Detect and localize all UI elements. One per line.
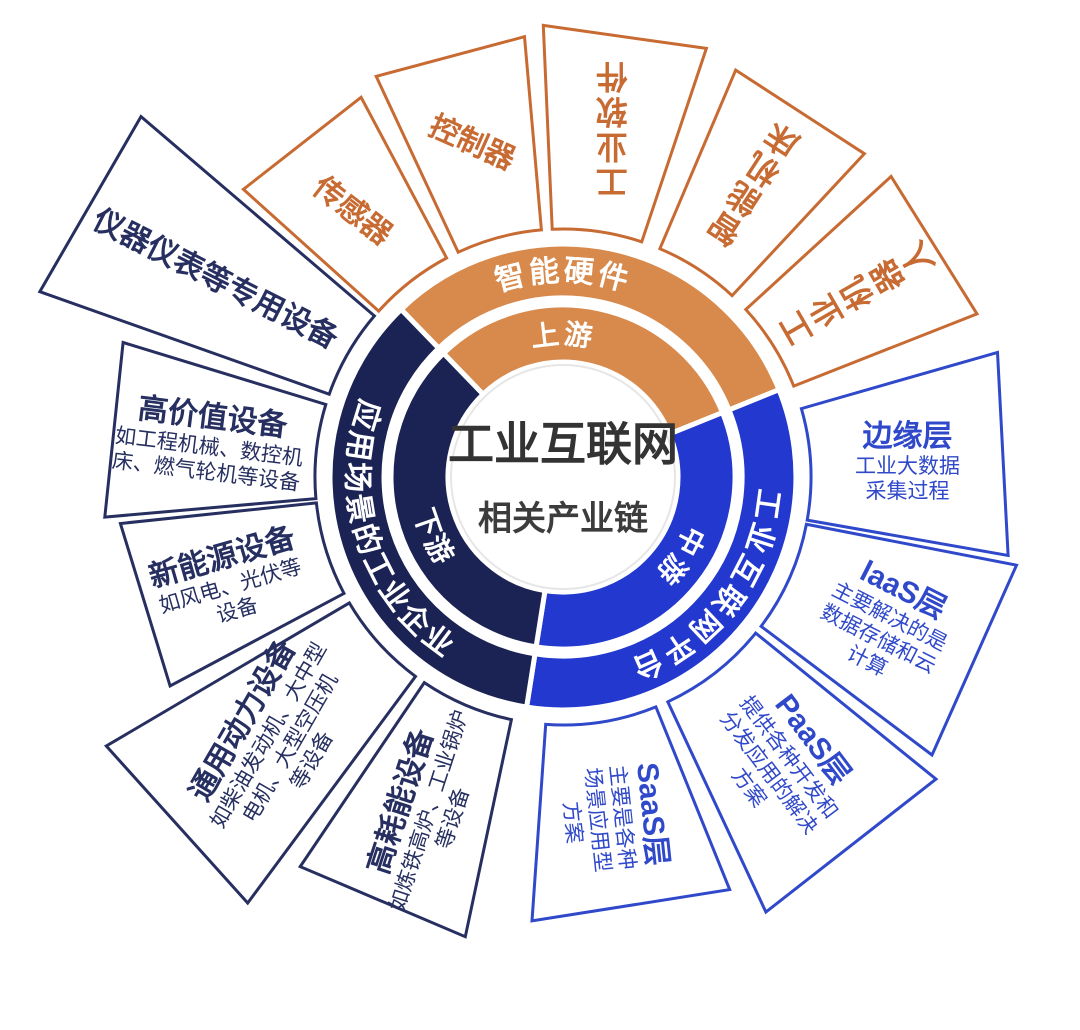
petal-smart-machine-tool [657, 67, 867, 298]
petal-saas-layer [530, 704, 732, 923]
petal-title-char-industrial-software: 业 [596, 128, 628, 164]
petal-desc-line-edge-layer: 采集过程 [866, 480, 950, 503]
petal-instrument-equipment [37, 114, 377, 397]
petal-iaas-layer [759, 522, 1019, 758]
petal-edge-layer [799, 350, 1010, 558]
center-title-line2: 相关产业链 [478, 500, 648, 538]
petal-industrial-software [541, 23, 709, 244]
petal-desc-line-edge-layer: 工业大数据 [855, 455, 960, 478]
center-title-line1: 工业互联网 [448, 418, 678, 470]
ring-segment-scenario-enterprises [327, 305, 538, 710]
petal-title-char-industrial-software: 软 [596, 93, 628, 129]
petal-layer: 传感器控制器工业软件智能机床工业机器人边缘层工业大数据采集过程laaS层主要解决… [37, 23, 1019, 939]
ring-segment-midstream [533, 409, 738, 652]
petal-controller [374, 34, 544, 255]
petal-sensor [241, 95, 449, 314]
ring-segment-upstream [439, 302, 726, 438]
petal-title-char-industrial-software: 件 [596, 58, 628, 94]
petal-paas-layer [665, 630, 939, 915]
petal-title-edge-layer: 边缘层 [863, 420, 953, 453]
center-circle [450, 364, 676, 590]
petal-high-energy-equipment [297, 680, 514, 939]
petal-high-value-equipment [103, 340, 328, 519]
petal-desc-line-saas-layer: 方案 [559, 800, 586, 844]
ring-segment-iiot-platform [523, 386, 799, 713]
petal-title-char-industrial-software: 工 [596, 163, 628, 199]
petal-industrial-robot [743, 174, 980, 389]
ring-segment-downstream [388, 349, 548, 650]
petal-general-power-equipment [103, 600, 418, 906]
petal-new-energy-equipment [118, 501, 347, 689]
